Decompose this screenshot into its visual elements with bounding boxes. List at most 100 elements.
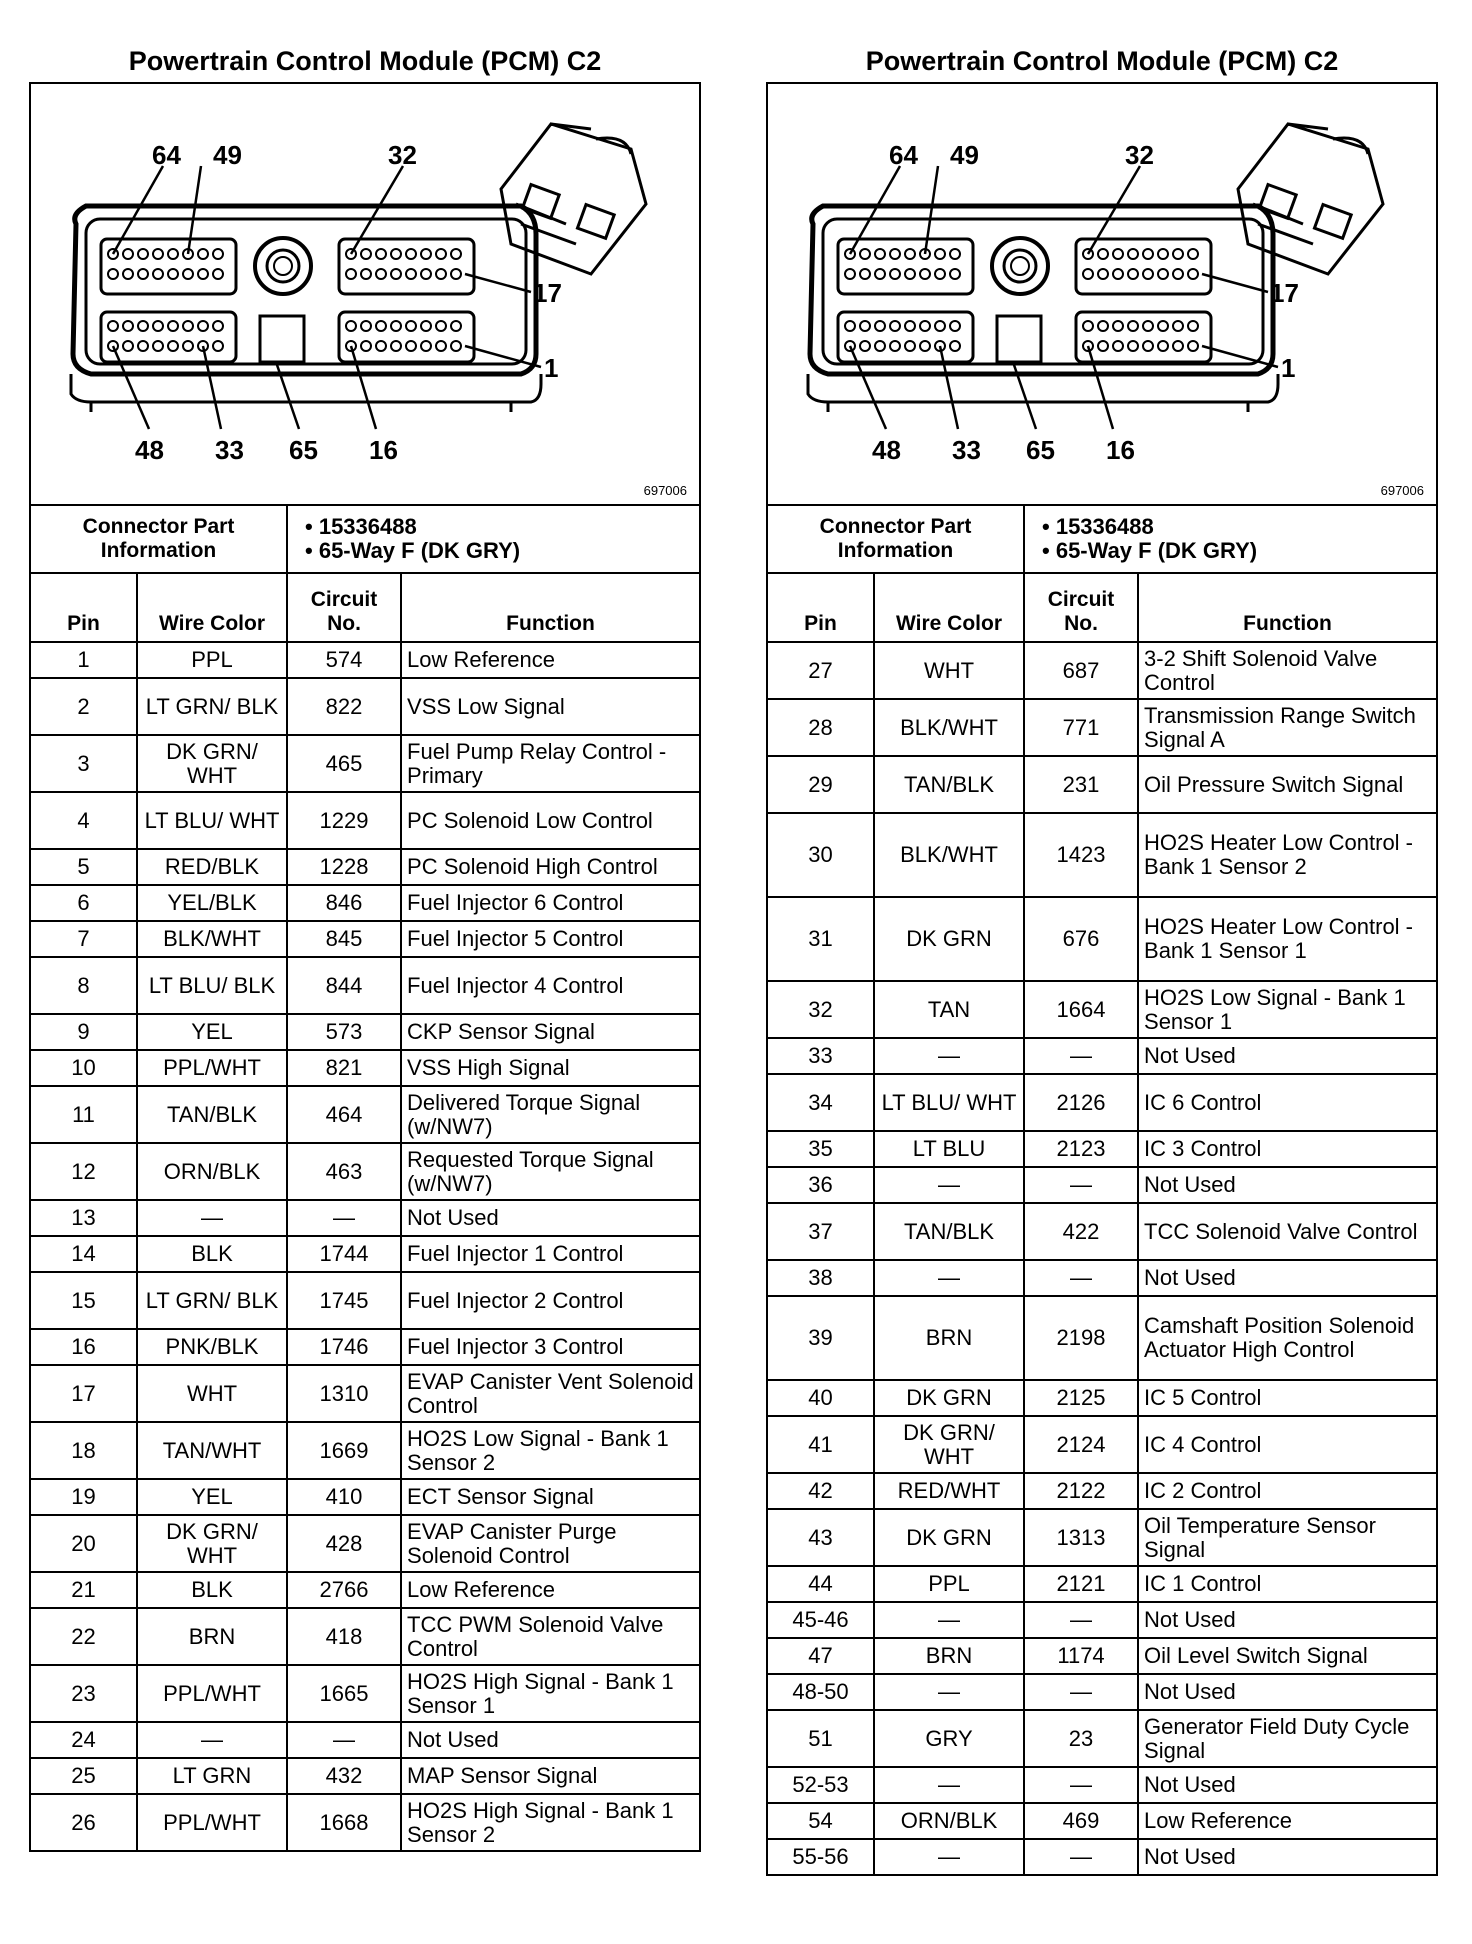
- function-cell: TCC PWM Solenoid Valve Control: [400, 1607, 699, 1666]
- pin-cell: 41: [768, 1415, 875, 1474]
- circuit-cell: 1664: [1023, 980, 1140, 1039]
- circuit-cell: 687: [1023, 641, 1140, 700]
- pin-cell: 25: [31, 1757, 138, 1795]
- callout-17: 17: [533, 278, 562, 308]
- header-wire-color: Wire Color: [135, 572, 289, 643]
- wire-color-cell: —: [872, 1601, 1026, 1639]
- circuit-cell: 846: [286, 884, 403, 922]
- pin-cell: 1: [31, 641, 138, 679]
- callout-33: 33: [215, 435, 244, 465]
- pin-cell: 54: [768, 1802, 875, 1840]
- circuit-cell: 469: [1023, 1802, 1140, 1840]
- part-description: • 65-Way F (DK GRY): [1042, 538, 1258, 563]
- table-row: 45-46——Not Used: [768, 1601, 1436, 1639]
- function-cell: TCC Solenoid Valve Control: [1137, 1202, 1436, 1261]
- connector-info-row: Connector Part Information • 15336488 • …: [768, 506, 1436, 574]
- wire-color-cell: —: [872, 1259, 1026, 1297]
- wire-color-cell: DK GRN: [872, 896, 1026, 982]
- wire-color-cell: PPL: [135, 641, 289, 679]
- pin-cell: 32: [768, 980, 875, 1039]
- pin-cell: 6: [31, 884, 138, 922]
- circuit-cell: 1313: [1023, 1508, 1140, 1567]
- callout-32: 32: [388, 140, 417, 170]
- pin-cell: 40: [768, 1379, 875, 1417]
- wire-color-cell: BLK: [135, 1235, 289, 1273]
- header-circuit-no: Circuit No.: [286, 572, 403, 643]
- pin-cell: 45-46: [768, 1601, 875, 1639]
- wire-color-cell: TAN/BLK: [872, 755, 1026, 814]
- function-cell: Not Used: [1137, 1166, 1436, 1204]
- wire-color-cell: —: [872, 1166, 1026, 1204]
- circuit-cell: 2126: [1023, 1073, 1140, 1132]
- callout-48: 48: [872, 435, 901, 465]
- function-cell: IC 5 Control: [1137, 1379, 1436, 1417]
- connector-info-row: Connector Part Information • 15336488 • …: [31, 506, 699, 574]
- function-cell: HO2S Heater Low Control - Bank 1 Sensor …: [1137, 896, 1436, 982]
- circuit-cell: 2124: [1023, 1415, 1140, 1474]
- table-header-row: Pin Wire Color Circuit No. Function: [31, 572, 699, 643]
- wire-color-cell: BRN: [135, 1607, 289, 1666]
- function-cell: Not Used: [1137, 1673, 1436, 1711]
- circuit-cell: 23: [1023, 1709, 1140, 1768]
- wire-color-cell: BRN: [872, 1295, 1026, 1381]
- pin-cell: 22: [31, 1607, 138, 1666]
- wire-color-cell: —: [872, 1766, 1026, 1804]
- panel-frame: 64 49 32 17 1 48 33 65 16 697006 Connect…: [766, 82, 1438, 1876]
- pin-cell: 18: [31, 1421, 138, 1480]
- function-cell: Fuel Pump Relay Control - Primary: [400, 734, 699, 793]
- callout-65: 65: [1026, 435, 1055, 465]
- pin-cell: 33: [768, 1037, 875, 1075]
- wire-color-cell: —: [135, 1721, 289, 1759]
- connector-diagram: 64 49 32 17 1 48 33 65 16 697006: [768, 84, 1436, 506]
- function-cell: Not Used: [400, 1721, 699, 1759]
- function-cell: ECT Sensor Signal: [400, 1478, 699, 1516]
- pin-cell: 30: [768, 812, 875, 898]
- circuit-cell: 464: [286, 1085, 403, 1144]
- wire-color-cell: PPL/WHT: [135, 1793, 289, 1850]
- table-row: 52-53——Not Used: [768, 1766, 1436, 1804]
- header-pin: Pin: [31, 572, 138, 643]
- wire-color-cell: TAN/BLK: [872, 1202, 1026, 1261]
- wire-color-cell: PPL/WHT: [135, 1049, 289, 1087]
- wire-color-cell: LT BLU: [872, 1130, 1026, 1168]
- pcm-c2-panel-right: Powertrain Control Module (PCM) C2: [766, 40, 1438, 1876]
- header-function: Function: [400, 572, 699, 643]
- circuit-cell: 844: [286, 956, 403, 1015]
- wire-color-cell: DK GRN: [872, 1508, 1026, 1567]
- circuit-cell: 410: [286, 1478, 403, 1516]
- circuit-cell: 432: [286, 1757, 403, 1795]
- circuit-cell: —: [286, 1721, 403, 1759]
- function-cell: Fuel Injector 4 Control: [400, 956, 699, 1015]
- function-cell: MAP Sensor Signal: [400, 1757, 699, 1795]
- wire-color-cell: DK GRN/ WHT: [135, 734, 289, 793]
- circuit-cell: 2123: [1023, 1130, 1140, 1168]
- pin-cell: 16: [31, 1328, 138, 1366]
- pin-cell: 3: [31, 734, 138, 793]
- function-cell: Not Used: [1137, 1766, 1436, 1804]
- function-cell: Fuel Injector 6 Control: [400, 884, 699, 922]
- pin-cell: 31: [768, 896, 875, 982]
- connector-diagram: 64 49 32 17 1 48 33 65 16 697006: [31, 84, 699, 506]
- table-row: 55-56——Not Used: [768, 1838, 1436, 1874]
- wire-color-cell: GRY: [872, 1709, 1026, 1768]
- panel-title: Powertrain Control Module (PCM) C2: [865, 46, 1339, 76]
- function-cell: Oil Temperature Sensor Signal: [1137, 1508, 1436, 1567]
- table-header-row: Pin Wire Color Circuit No. Function: [768, 572, 1436, 643]
- function-cell: 3-2 Shift Solenoid Valve Control: [1137, 641, 1436, 700]
